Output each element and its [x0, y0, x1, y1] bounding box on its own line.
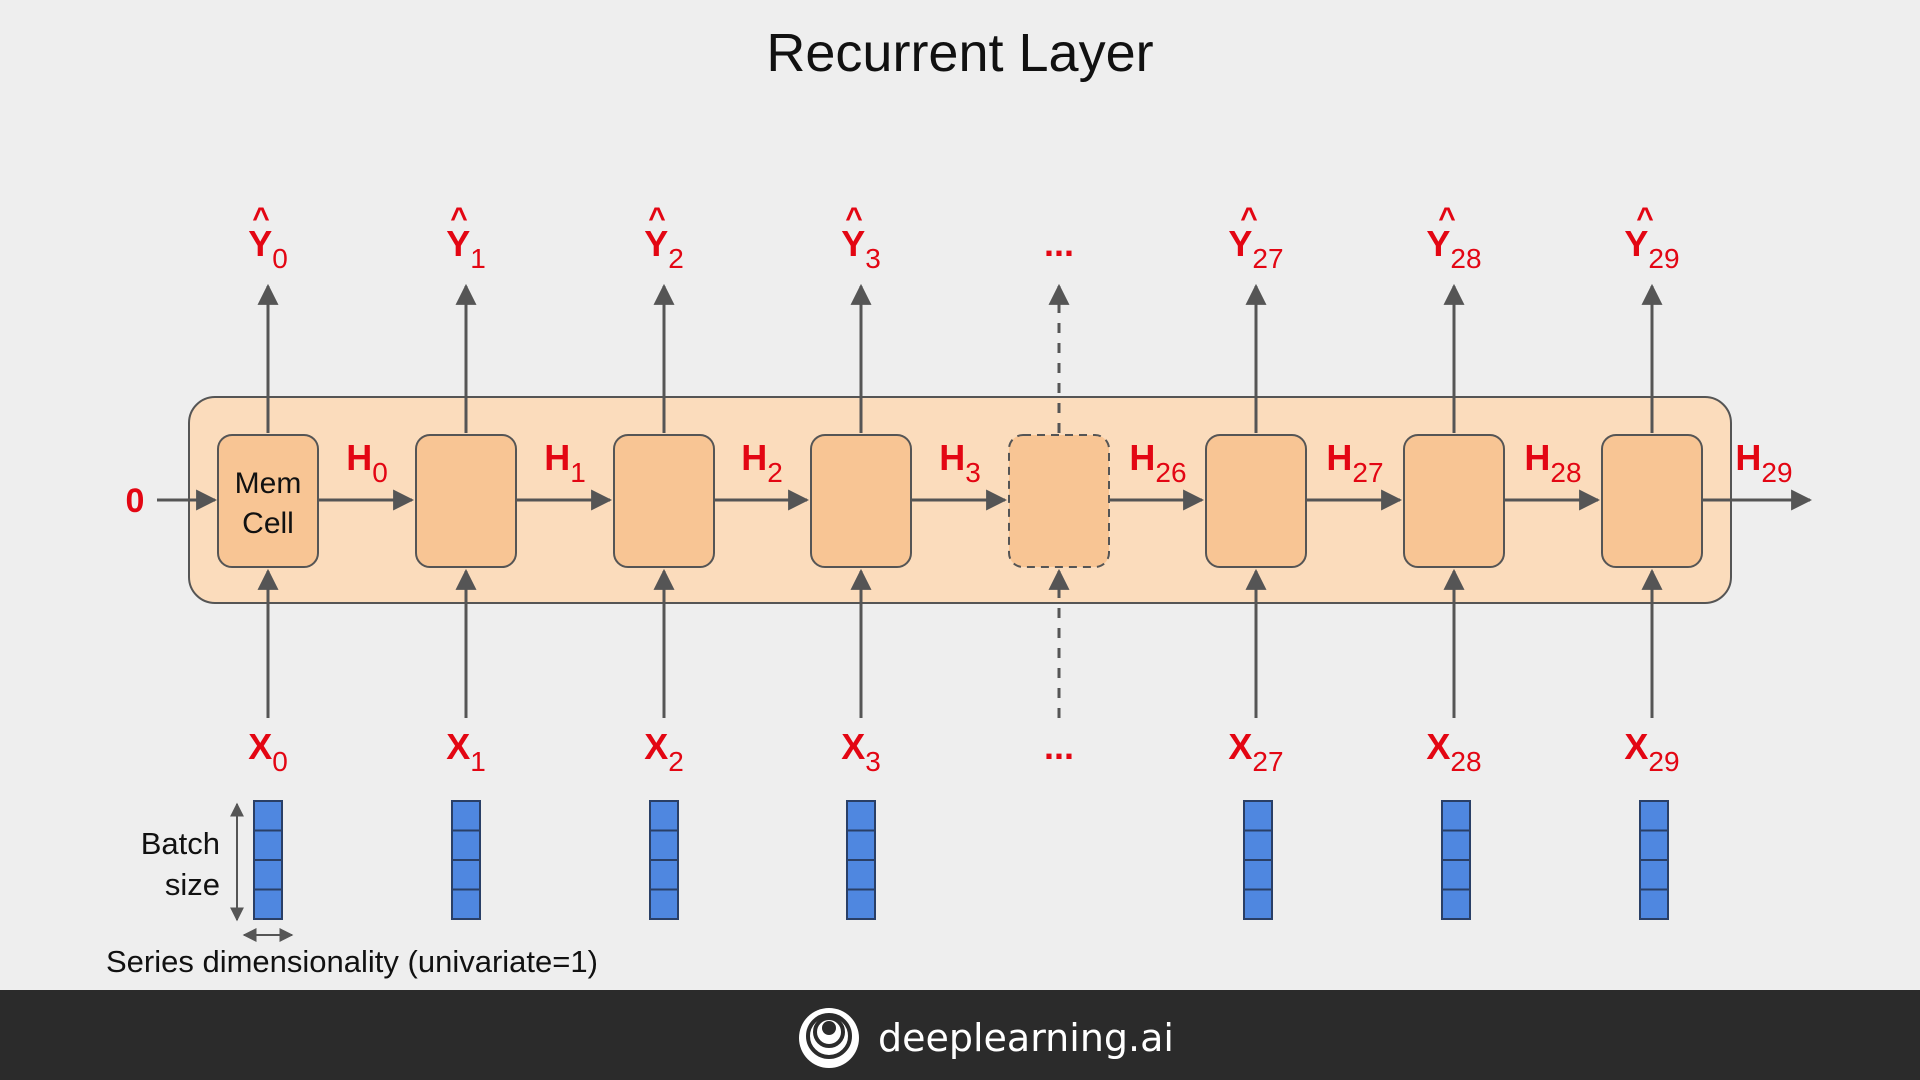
- batch-cell: [253, 829, 283, 861]
- batch-cell: [846, 829, 876, 861]
- batch-cell: [451, 888, 481, 920]
- batch-cell: [649, 859, 679, 891]
- batch-cell: [253, 888, 283, 920]
- memory-cell-7: [1601, 434, 1703, 568]
- input-label-3: X3: [841, 726, 881, 777]
- page-title: Recurrent Layer: [766, 23, 1154, 83]
- hidden-state-label-7: H29: [1735, 437, 1792, 488]
- memory-cell-3: [810, 434, 912, 568]
- memory-cell-6: [1403, 434, 1505, 568]
- hidden-state-label-6: H28: [1524, 437, 1581, 488]
- output-label-1: Y1: [446, 223, 486, 274]
- batch-column-6: [1441, 800, 1471, 920]
- batch-column-5: [1243, 800, 1273, 920]
- batch-cell: [649, 800, 679, 832]
- batch-column-2: [649, 800, 679, 920]
- batch-size-label-line1: Batch: [141, 826, 220, 861]
- memory-cell-2: [613, 434, 715, 568]
- input-label-6: X28: [1426, 726, 1481, 777]
- batch-cell: [1243, 829, 1273, 861]
- memory-cell-1: [415, 434, 517, 568]
- output-hat-0: ^: [252, 202, 270, 235]
- batch-cell: [1243, 888, 1273, 920]
- batch-cell: [1441, 829, 1471, 861]
- output-label-4: ...: [1044, 223, 1074, 264]
- input-label-1: X1: [446, 726, 486, 777]
- output-hat-5: ^: [1240, 202, 1258, 235]
- batch-column-1: [451, 800, 481, 920]
- memory-cell-5: [1205, 434, 1307, 568]
- brand-name: deeplearning.ai: [878, 1016, 1174, 1060]
- recurrent-layer-diagram: 0 MemCellH0X0Y0^H1X1Y1^H2X2Y2^H3X3Y3^H26…: [106, 202, 1813, 979]
- batch-cell: [846, 888, 876, 920]
- output-label-7: Y29: [1624, 223, 1679, 274]
- batch-cell: [253, 800, 283, 832]
- input-label-4: ...: [1044, 726, 1074, 767]
- series-dimensionality-label: Series dimensionality (univariate=1): [106, 944, 598, 979]
- input-label-0: X0: [248, 726, 288, 777]
- hidden-state-label-1: H1: [544, 437, 586, 488]
- batch-cell: [1639, 800, 1669, 832]
- batch-column-7: [1639, 800, 1669, 920]
- batch-cell: [253, 859, 283, 891]
- deeplearning-logo-icon: [799, 1008, 859, 1068]
- output-hat-6: ^: [1438, 202, 1456, 235]
- batch-column-0: [253, 800, 283, 920]
- output-hat-7: ^: [1636, 202, 1654, 235]
- batch-cell: [846, 800, 876, 832]
- hidden-state-label-2: H2: [741, 437, 783, 488]
- initial-state-label: 0: [126, 482, 145, 520]
- batch-cell: [1441, 859, 1471, 891]
- batch-cell: [1243, 859, 1273, 891]
- batch-cell: [1639, 859, 1669, 891]
- output-label-2: Y2: [644, 223, 684, 274]
- batch-cell: [451, 829, 481, 861]
- batch-cell: [649, 829, 679, 861]
- batch-size-label-line2: size: [165, 867, 220, 902]
- batch-cell: [1441, 888, 1471, 920]
- batch-cell: [846, 859, 876, 891]
- hidden-state-label-3: H3: [939, 437, 981, 488]
- batch-cell: [649, 888, 679, 920]
- input-label-2: X2: [644, 726, 684, 777]
- output-label-5: Y27: [1228, 223, 1283, 274]
- output-hat-3: ^: [845, 202, 863, 235]
- input-label-7: X29: [1624, 726, 1679, 777]
- batch-column-3: [846, 800, 876, 920]
- output-hat-2: ^: [648, 202, 666, 235]
- batch-cell: [1639, 829, 1669, 861]
- hidden-state-label-0: H0: [346, 437, 388, 488]
- batch-cell: [1243, 800, 1273, 832]
- output-label-3: Y3: [841, 223, 881, 274]
- output-label-0: Y0: [248, 223, 288, 274]
- hidden-state-label-5: H27: [1326, 437, 1383, 488]
- input-label-5: X27: [1228, 726, 1283, 777]
- output-label-6: Y28: [1426, 223, 1481, 274]
- batch-cell: [1639, 888, 1669, 920]
- batch-cell: [451, 800, 481, 832]
- memory-cell-text-0: Mem: [235, 467, 302, 500]
- output-hat-1: ^: [450, 202, 468, 235]
- footer-bar: deeplearning.ai: [0, 990, 1920, 1080]
- memory-cell-text-1: Cell: [242, 507, 294, 540]
- memory-cell: [217, 434, 319, 568]
- batch-cell: [451, 859, 481, 891]
- memory-cell-4: [1008, 434, 1110, 568]
- hidden-state-label-4: H26: [1129, 437, 1186, 488]
- rnn-step-4: H26......: [1008, 223, 1205, 767]
- batch-cell: [1441, 800, 1471, 832]
- cells-group: MemCellH0X0Y0^H1X1Y1^H2X2Y2^H3X3Y3^H26..…: [217, 202, 1813, 920]
- brand[interactable]: deeplearning.ai: [798, 1007, 1174, 1069]
